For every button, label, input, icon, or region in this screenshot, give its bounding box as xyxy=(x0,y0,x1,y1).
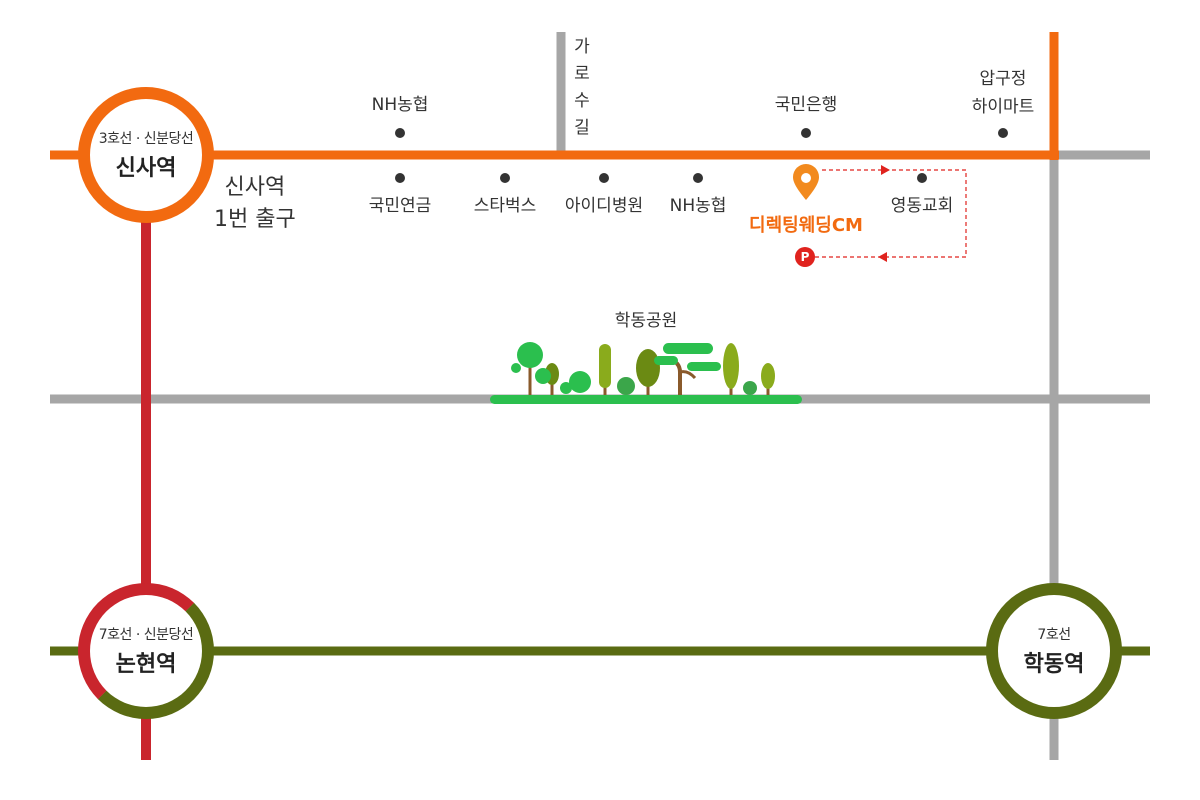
landmark-dot xyxy=(395,128,405,138)
landmark-youngdong-church: 영동교회 xyxy=(890,196,954,216)
landmark-dot xyxy=(500,173,510,183)
landmark-kookmin-bank: 국민은행 xyxy=(774,95,838,115)
landmark-dot xyxy=(599,173,609,183)
landmark-dot xyxy=(395,173,405,183)
station-hakdong[interactable]: 7호선 학동역 xyxy=(986,583,1122,719)
landmark-himart: 압구정 하이마트 xyxy=(971,69,1035,117)
parking-icon: P xyxy=(795,247,815,267)
station-nonhyeon-lines: 7호선 · 신분당선 xyxy=(98,627,194,643)
station-nonhyeon-name: 논현역 xyxy=(115,652,177,677)
landmark-dot xyxy=(917,173,927,183)
destination-label: 디렉팅웨딩CM xyxy=(749,215,863,236)
location-pin-icon xyxy=(793,164,819,200)
station-sinsa-lines: 3호선 · 신분당선 xyxy=(98,131,194,147)
station-nonhyeon[interactable]: 7호선 · 신분당선 논현역 xyxy=(78,583,214,719)
landmark-dot xyxy=(801,128,811,138)
station-sinsa[interactable]: 3호선 · 신분당선 신사역 xyxy=(78,87,214,223)
exit-label: 신사역 1번 출구 xyxy=(214,175,296,232)
route-arrow-left xyxy=(878,252,887,262)
station-hakdong-name: 학동역 xyxy=(1023,652,1085,677)
route-arrow-right xyxy=(881,165,890,175)
station-hakdong-lines: 7호선 xyxy=(1037,627,1071,643)
parking-route-dashed xyxy=(812,169,967,258)
landmark-id-hospital: 아이디병원 xyxy=(564,196,644,216)
station-sinsa-name: 신사역 xyxy=(115,156,177,181)
landmark-nps: 국민연금 xyxy=(368,196,432,216)
landmark-nh-bank-south: NH농협 xyxy=(669,196,727,216)
street-label-garosu-gil: 가 로 수 길 xyxy=(574,37,590,138)
landmark-dot xyxy=(998,128,1008,138)
park-label: 학동공원 xyxy=(614,311,678,331)
landmark-nh-bank-north: NH농협 xyxy=(371,95,429,115)
park-trees xyxy=(490,342,802,404)
landmark-dot xyxy=(693,173,703,183)
landmark-starbucks: 스타벅스 xyxy=(473,196,537,216)
